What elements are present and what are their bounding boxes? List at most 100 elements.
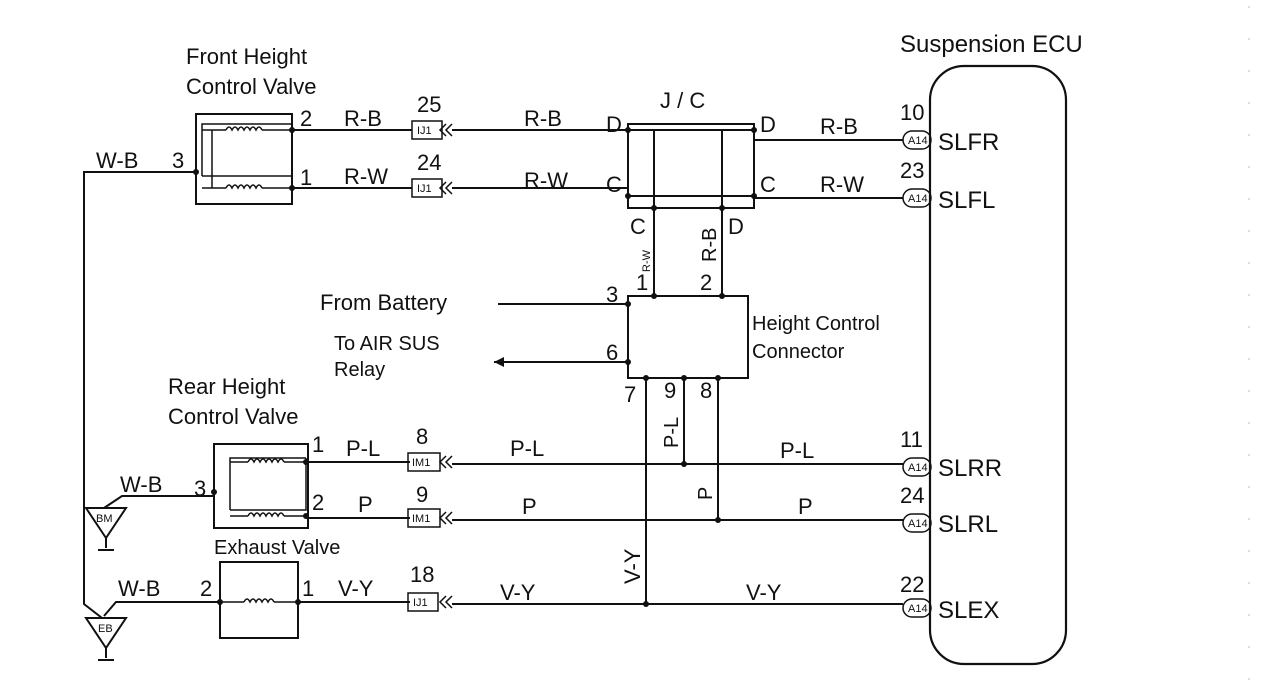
svg-text:EB: EB xyxy=(98,623,113,635)
to-relay-label-2: Relay xyxy=(334,359,385,381)
ecu-pin-name-slfl: SLFL xyxy=(938,187,995,214)
hcc-pin-2: 2 xyxy=(700,270,712,295)
wire-label-vy-2: V-Y xyxy=(500,580,536,605)
rear-valve-title-1: Rear Height xyxy=(168,374,285,399)
svg-text:A14: A14 xyxy=(908,135,928,147)
ecu-connector-a14-slrr: A14 xyxy=(902,457,932,477)
hcc-pin-6: 6 xyxy=(606,340,618,365)
hcc-pin-3: 3 xyxy=(606,282,618,307)
ecu-pin-num-slex: 22 xyxy=(900,572,924,597)
wire-label-p-1: P xyxy=(358,492,373,517)
jc-pin-d-left: D xyxy=(606,112,622,137)
svg-text:IJ1: IJ1 xyxy=(417,183,432,195)
ecu-connector-a14-slfr: A14 xyxy=(902,130,932,150)
hcc-title-1: Height Control xyxy=(752,313,880,335)
svg-text:BM: BM xyxy=(96,513,113,525)
wire-label-wb-3: W-B xyxy=(118,576,160,601)
rear-height-control-valve xyxy=(211,443,309,529)
wire-label-vy-vertical: V-Y xyxy=(620,548,645,584)
svg-text:A14: A14 xyxy=(908,603,928,615)
ground-bm-symbol: BM xyxy=(84,507,128,551)
from-battery-label: From Battery xyxy=(320,290,447,315)
ecu-connector-a14-slex: A14 xyxy=(902,598,932,618)
front-valve-title-1: Front Height xyxy=(186,44,307,69)
ecu-connector-a14-slrl: A14 xyxy=(902,513,932,533)
wire-label-rb-1: R-B xyxy=(344,106,382,131)
hcc-pin-7: 7 xyxy=(624,382,636,407)
jc-pin-d-bottom: D xyxy=(728,214,744,239)
wire-label-vy-3: V-Y xyxy=(746,580,782,605)
junction-ij1-25: IJ1 xyxy=(411,120,453,140)
wire-label-wb-2: W-B xyxy=(120,472,162,497)
svg-text:A14: A14 xyxy=(908,518,928,530)
hcc-pin-8: 8 xyxy=(700,378,712,403)
junction-ij1-24: IJ1 xyxy=(411,178,453,198)
jc-pin-c-left: C xyxy=(606,172,622,197)
jc-pin-c-bottom: C xyxy=(630,214,646,239)
hcc-pin-1: 1 xyxy=(636,270,648,295)
wire-label-rw-3: R-W xyxy=(820,172,864,197)
ecu-pin-name-slex: SLEX xyxy=(938,597,999,624)
wire-label-p-3: P xyxy=(798,494,813,519)
wire-wb-front-ground xyxy=(83,171,196,619)
junction-ij1-18: IJ1 xyxy=(407,592,453,612)
wire-label-wb-1: W-B xyxy=(96,148,138,173)
jc-title: J / C xyxy=(660,88,705,113)
ecu-pin-num-slrl: 24 xyxy=(900,483,924,508)
wire-label-pl-1: P-L xyxy=(346,436,380,461)
wire-label-rb-3: R-B xyxy=(820,114,858,139)
junction-pin-25: 25 xyxy=(417,92,441,117)
wire-label-pl-3: P-L xyxy=(780,438,814,463)
ecu-pin-name-slrl: SLRL xyxy=(938,511,998,538)
front-valve-pin-3: 3 xyxy=(172,148,184,173)
rear-valve-pin-2: 2 xyxy=(312,490,324,515)
svg-text:IM1: IM1 xyxy=(412,513,430,525)
wire-label-pl-2: P-L xyxy=(510,436,544,461)
hcc-pin-9: 9 xyxy=(664,378,676,403)
svg-text:IM1: IM1 xyxy=(412,457,430,469)
rear-valve-title-2: Control Valve xyxy=(168,404,298,429)
height-control-connector xyxy=(625,293,749,381)
wire-label-p-2: P xyxy=(522,494,537,519)
junction-im1-8: IM1 xyxy=(407,452,453,472)
ground-eb-symbol: EB xyxy=(84,617,128,661)
ecu-pin-name-slfr: SLFR xyxy=(938,129,999,156)
suspension-ecu-box xyxy=(928,64,1068,666)
svg-text:IJ1: IJ1 xyxy=(413,597,428,609)
ecu-connector-a14-slfl: A14 xyxy=(902,188,932,208)
front-valve-pin-1: 1 xyxy=(300,165,312,190)
svg-text:A14: A14 xyxy=(908,462,928,474)
front-height-control-valve xyxy=(193,113,295,205)
rear-valve-pin-1: 1 xyxy=(312,432,324,457)
wire-label-rw-2: R-W xyxy=(524,168,568,193)
wire-label-rb-vertical: R-B xyxy=(699,228,721,262)
junction-im1-9: IM1 xyxy=(407,508,453,528)
rear-valve-pin-3: 3 xyxy=(194,476,206,501)
wire-wb-rear-ground xyxy=(103,495,214,509)
wire-wb-exhaust-ground xyxy=(103,601,220,617)
to-relay-label-1: To AIR SUS xyxy=(334,333,440,355)
junction-pin-24: 24 xyxy=(417,150,441,175)
wire-label-p-vertical: P xyxy=(695,487,717,500)
wire-label-rw-1: R-W xyxy=(344,164,388,189)
ecu-pin-num-slfr: 10 xyxy=(900,100,924,125)
jc-pin-c-right: C xyxy=(760,172,776,197)
exhaust-valve-pin-2: 2 xyxy=(200,576,212,601)
junction-connector-jc xyxy=(625,123,757,211)
junction-pin-8: 8 xyxy=(416,424,428,449)
hcc-title-2: Connector xyxy=(752,341,845,363)
ecu-pin-num-slfl: 23 xyxy=(900,158,924,183)
to-relay-arrow xyxy=(494,357,504,367)
exhaust-valve-title: Exhaust Valve xyxy=(214,537,340,559)
junction-pin-9: 9 xyxy=(416,482,428,507)
wire-label-rw-vertical: R-W xyxy=(641,249,653,272)
front-valve-title-2: Control Valve xyxy=(186,74,316,99)
ecu-title: Suspension ECU xyxy=(900,31,1083,58)
svg-text:A14: A14 xyxy=(908,193,928,205)
wire-label-pl-vertical: P-L xyxy=(661,417,683,448)
wire-label-vy-1: V-Y xyxy=(338,576,374,601)
exhaust-valve-pin-1: 1 xyxy=(302,576,314,601)
wire-label-rb-2: R-B xyxy=(524,106,562,131)
exhaust-valve xyxy=(217,561,301,639)
